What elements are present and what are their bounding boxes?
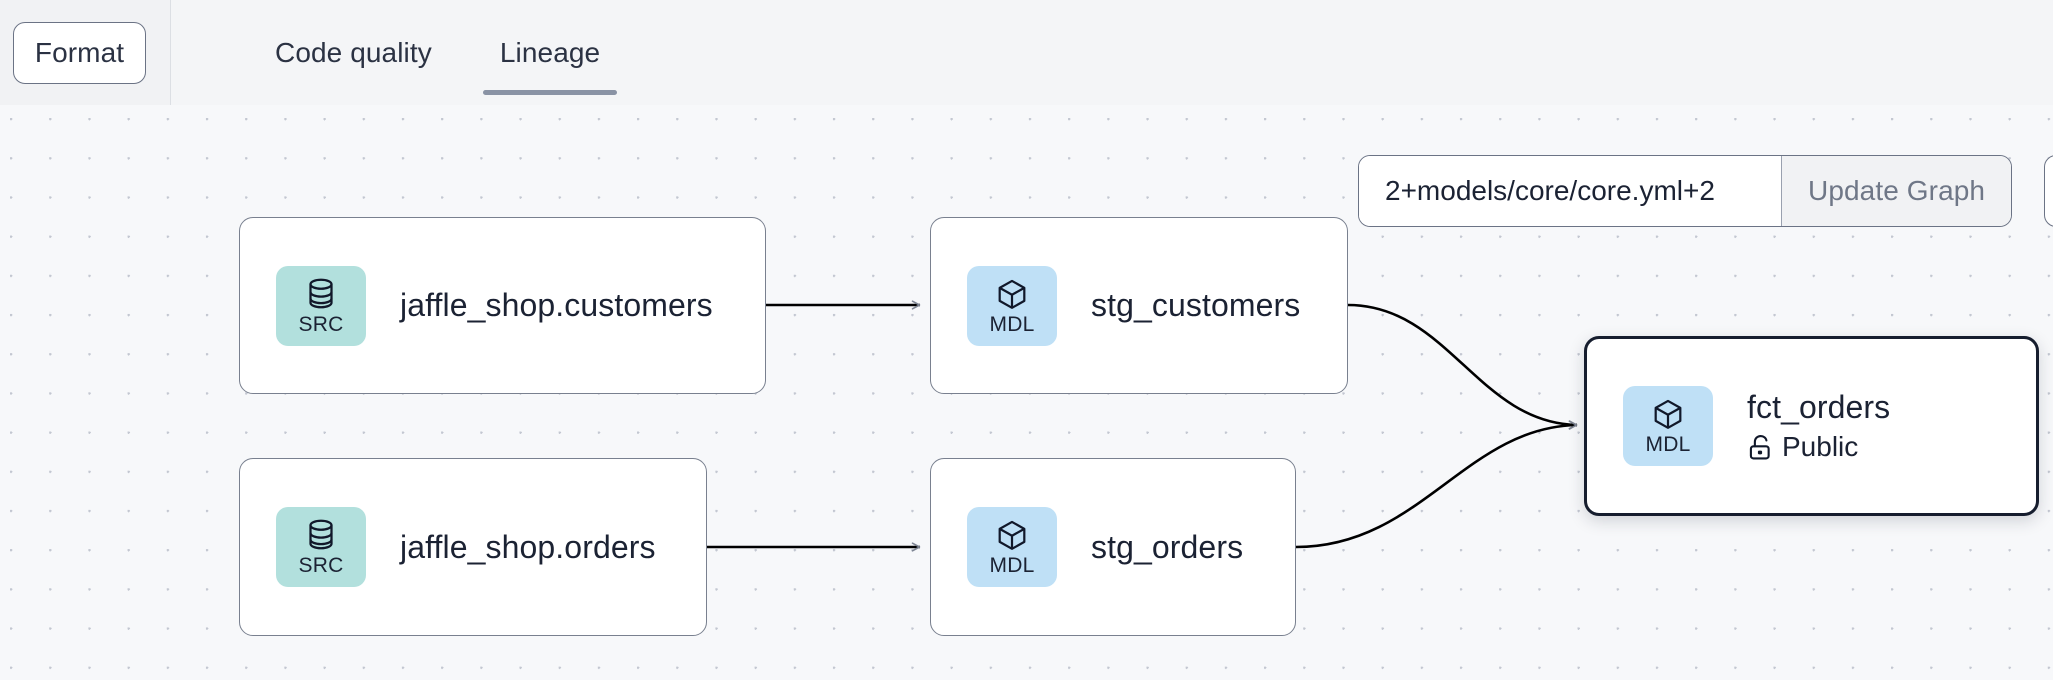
node-badge-src: SRC [276,507,366,587]
tab-underline [258,90,449,95]
node-body: stg_customers [1091,287,1300,324]
node-title: fct_orders [1747,388,1891,425]
tab-lineage[interactable]: Lineage [466,0,634,100]
node-badge-label: MDL [1645,433,1691,456]
lineage-node-stg-orders[interactable]: MDL stg_orders [930,458,1296,636]
tab-code-quality-label: Code quality [275,37,432,68]
node-badge-label: MDL [989,554,1035,577]
lineage-node-fct-orders[interactable]: MDL fct_orders Public [1584,336,2039,516]
node-title: jaffle_shop.customers [400,287,713,324]
node-title: stg_customers [1091,287,1301,324]
edge-stg-customers-to-fct [1347,303,1578,430]
editor-toolbar: Format Code quality Lineage [0,0,2053,105]
node-body: jaffle_shop.customers [400,287,713,324]
node-badge-mdl: MDL [967,507,1057,587]
node-badge-label: SRC [298,312,344,336]
node-body: stg_orders [1091,529,1243,566]
lineage-node-jaffle-shop-customers[interactable]: SRC jaffle_shop.customers [239,217,766,394]
node-body: fct_orders Public [1747,389,1890,464]
graph-selector-input[interactable] [1359,156,1781,226]
node-title: stg_orders [1091,528,1244,565]
tab-underline-active [482,90,618,95]
tab-code-quality[interactable]: Code quality [241,0,466,100]
lineage-node-jaffle-shop-orders[interactable]: SRC jaffle_shop.orders [239,458,707,636]
graph-selector-bar: Update Graph [1358,155,2013,227]
node-access-badge: Public [1747,431,1890,463]
lineage-canvas[interactable]: SRC jaffle_shop.customers MDL stg_custom… [0,105,2053,680]
database-icon [309,519,333,550]
node-badge-src: SRC [276,265,366,346]
unlock-icon [1749,435,1770,460]
edge-stg-orders-to-fct [1295,420,1578,549]
cube-icon [1654,399,1682,429]
cube-icon [998,279,1026,309]
node-badge-label: MDL [989,312,1035,336]
node-badge-label: SRC [298,554,344,577]
node-badge-mdl: MDL [967,265,1057,346]
node-badge-mdl: MDL [1623,386,1713,466]
format-button[interactable]: Format [13,21,146,84]
cube-icon [998,520,1026,550]
update-graph-button[interactable]: Update Graph [1781,156,2012,226]
format-button-label: Format [34,36,125,68]
node-title: jaffle_shop.orders [400,528,656,565]
tab-lineage-label: Lineage [499,37,601,68]
node-access-label: Public [1782,431,1859,463]
lineage-node-stg-customers[interactable]: MDL stg_customers [930,217,1348,394]
toolbar-right-group: Code quality Lineage [171,0,2053,105]
graph-overflow-panel[interactable] [2044,155,2053,227]
tab-bar: Code quality Lineage [241,0,634,105]
database-icon [309,278,333,308]
node-body: jaffle_shop.orders [400,529,656,566]
update-graph-button-label: Update Graph [1808,175,1986,206]
toolbar-left-group: Format [0,0,171,105]
